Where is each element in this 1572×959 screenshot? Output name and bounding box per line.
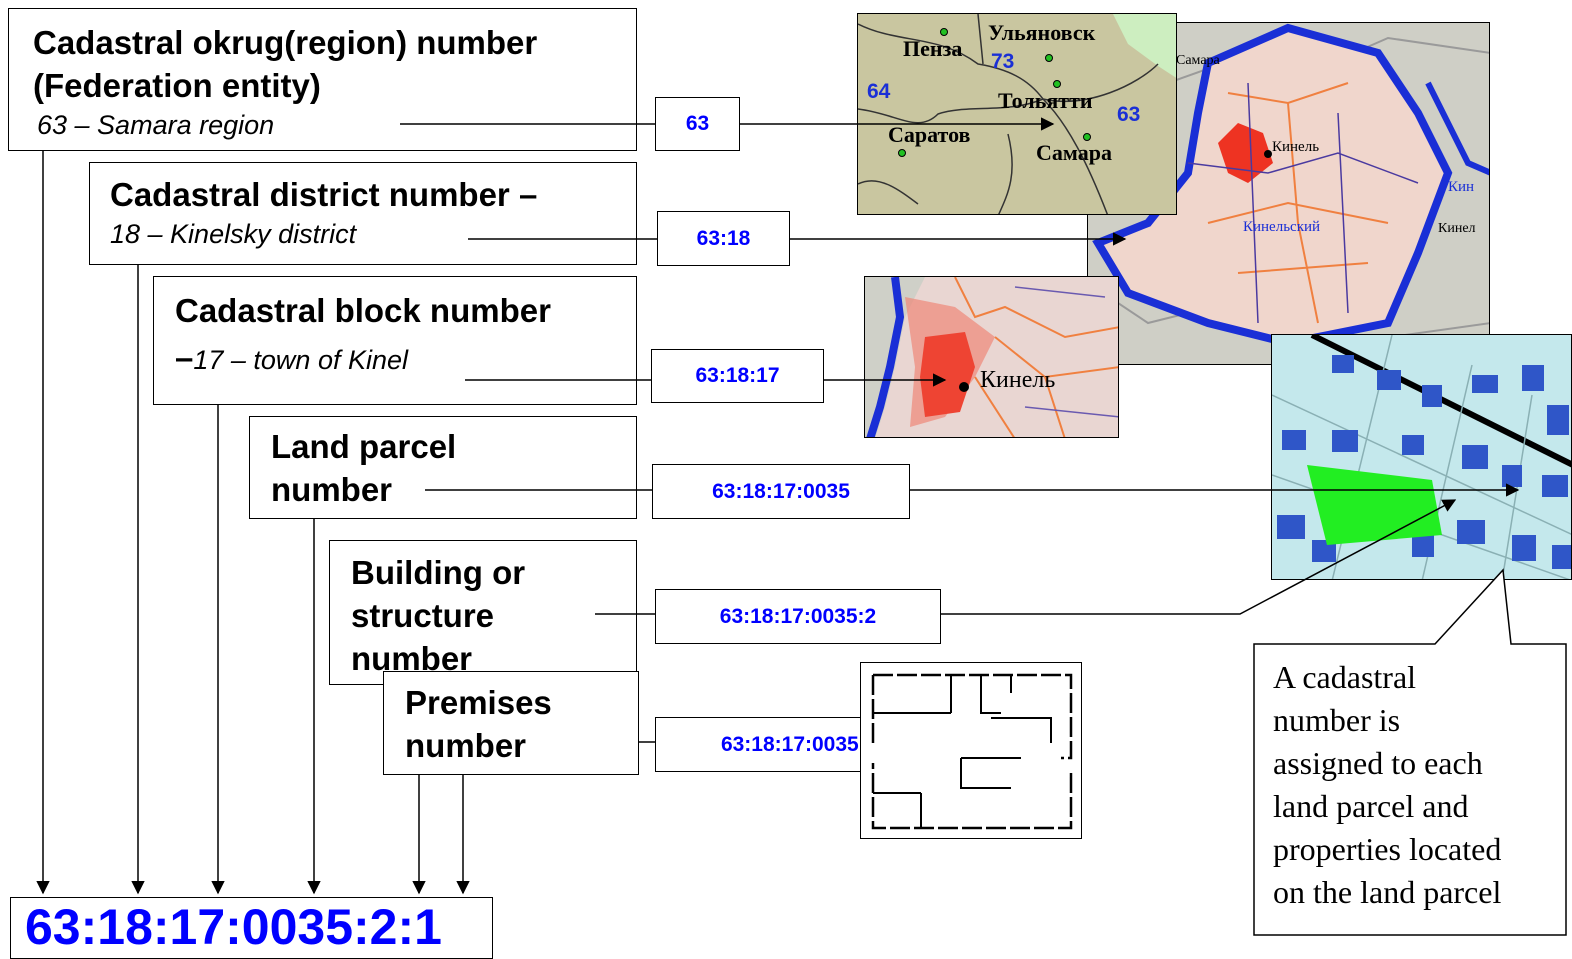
callout-line-3: assigned to each: [1273, 745, 1483, 781]
block-map: Кинель: [864, 276, 1119, 438]
parcel-title-1: Land parcel: [271, 428, 457, 465]
region-map-graphic: [858, 14, 1176, 214]
block-title: Cadastral block number: [175, 292, 551, 329]
callout-line-1: A cadastral: [1273, 659, 1417, 695]
region-map: Пенза Ульяновск Тольятти Саратов Самара …: [857, 13, 1177, 215]
region-map-city-ulyanovsk: Ульяновск: [988, 20, 1096, 45]
district-map-label-samara: Самара: [1176, 53, 1220, 68]
code-block: 63:18:17: [651, 349, 824, 403]
district-map-label-kinel: Кинель: [1272, 139, 1320, 155]
parcel-map: [1271, 334, 1572, 580]
code-building: 63:18:17:0035:2: [655, 589, 941, 644]
callout-line-6: on the land parcel: [1273, 874, 1502, 910]
building-title-1: Building or: [351, 554, 526, 591]
block-sub: 17 – town of Kinel: [193, 345, 409, 375]
region-map-city-tolyatti: Тольятти: [998, 88, 1093, 113]
region-title-1: Cadastral okrug(region) number: [33, 24, 538, 61]
code-region: 63: [655, 97, 740, 151]
callout-line-5: properties located: [1273, 831, 1502, 867]
premises-title-2: number: [405, 727, 527, 764]
region-map-city-samara: Самара: [1036, 140, 1112, 165]
callout-line-2: number is: [1273, 702, 1401, 738]
block-dash: –: [175, 339, 194, 376]
district-map-label-kinelsky: Кинельский: [1243, 219, 1321, 235]
callout-text: A cadastral number is assigned to each l…: [1273, 656, 1501, 914]
floor-plan-graphic: [871, 673, 1073, 830]
callout-line-4: land parcel and: [1273, 788, 1469, 824]
region-map-num-63: 63: [1117, 103, 1141, 126]
building-label-box: Building or structure number: [329, 540, 637, 685]
region-sub: 63 – Samara region: [37, 110, 275, 140]
region-label-box: Cadastral okrug(region) number (Federati…: [8, 8, 637, 151]
district-title: Cadastral district number –: [110, 176, 538, 213]
region-map-city-saratov: Саратов: [888, 122, 971, 147]
parcel-map-graphic: [1272, 335, 1571, 579]
region-map-num-73: 73: [991, 50, 1015, 73]
building-title-3: number: [351, 640, 473, 677]
block-map-label-kinel: Кинель: [980, 367, 1056, 393]
district-label-box: Cadastral district number – 18 – Kinelsk…: [89, 162, 637, 265]
parcel-label-box: Land parcel number: [249, 416, 637, 519]
parcel-title-2: number: [271, 471, 393, 508]
premises-label-box: Premises number: [383, 671, 639, 775]
block-sub-line: –17 – town of Kinel: [175, 336, 636, 379]
district-map-label-kin: Кин: [1448, 179, 1475, 195]
region-map-num-64: 64: [867, 80, 891, 103]
premises-title-1: Premises: [405, 684, 552, 721]
region-title-2: (Federation entity): [33, 67, 321, 104]
district-map-label-kinel-2: Кинел: [1438, 221, 1476, 236]
code-parcel: 63:18:17:0035: [652, 464, 910, 519]
block-map-graphic: [865, 277, 1118, 437]
floor-plan: [860, 662, 1082, 839]
district-sub: 18 – Kinelsky district: [110, 219, 357, 249]
code-district: 63:18: [657, 211, 790, 266]
final-cadastral-number: 63:18:17:0035:2:1: [10, 897, 493, 959]
building-title-2: structure: [351, 597, 495, 634]
region-map-city-penza: Пенза: [903, 36, 963, 61]
block-label-box: Cadastral block number –17 – town of Kin…: [153, 276, 637, 405]
